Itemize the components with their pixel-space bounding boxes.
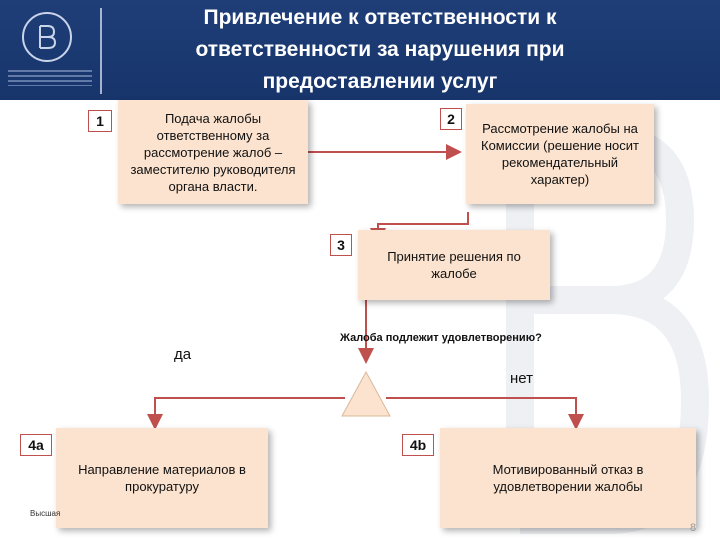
- step-1-box: Подача жалобы ответственному за рассмотр…: [118, 100, 308, 204]
- step-4a-box: Направление материалов в прокуратуру: [56, 428, 268, 528]
- arrow-decision-to-step4b: [386, 397, 584, 430]
- header-divider: [100, 8, 102, 94]
- logo-glyph-icon: [39, 25, 57, 49]
- decision-yes-label: да: [174, 346, 192, 363]
- arrow-decision-to-step4a: [147, 397, 345, 430]
- step-3-box: Принятие решения по жалобе: [358, 230, 550, 300]
- step-4b-number: 4b: [402, 434, 434, 456]
- hse-logo-icon: [22, 12, 72, 62]
- step-4b-box: Мотивированный отказ в удовлетворении жа…: [440, 428, 696, 528]
- logo-caption-lines: [8, 70, 92, 86]
- decision-question: Жалоба подлежит удовлетворению?: [340, 332, 542, 344]
- step-1-number: 1: [88, 110, 112, 132]
- step-2-number: 2: [440, 108, 462, 130]
- header-bar: Привлечение к ответственности к ответств…: [0, 0, 720, 100]
- page-number: 8: [690, 522, 697, 534]
- decision-no-label: нет: [510, 370, 533, 387]
- page-title: Привлечение к ответственности к ответств…: [195, 6, 565, 93]
- step-4a-number: 4a: [20, 434, 52, 456]
- step-3-number: 3: [330, 234, 352, 256]
- step-2-box: Рассмотрение жалобы на Комиссии (решение…: [466, 104, 654, 204]
- decision-triangle: [341, 370, 391, 417]
- footer-text: Высшая: [30, 509, 61, 518]
